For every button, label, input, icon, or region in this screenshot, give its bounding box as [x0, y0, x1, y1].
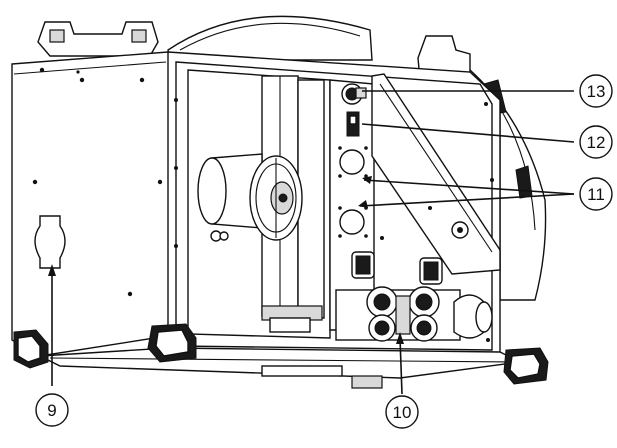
- callout-9: 9: [35, 393, 69, 427]
- callout-12: 12: [579, 125, 613, 159]
- wire-spool: [197, 153, 303, 242]
- diagonal-bracket: [371, 73, 501, 275]
- svg-text:13: 13: [587, 82, 606, 101]
- leader-10: [399, 337, 403, 395]
- connector-socket: [341, 83, 367, 105]
- callout-11: 11: [579, 177, 613, 211]
- svg-text:9: 9: [47, 401, 56, 420]
- power-switch: [346, 111, 360, 137]
- rubber-foot-front-left: [13, 329, 49, 369]
- leader-12: [361, 123, 575, 143]
- leader-11b: [359, 193, 575, 207]
- svg-text:10: 10: [393, 403, 412, 422]
- round-plug-upper: [338, 146, 368, 178]
- base-plate: [37, 347, 523, 389]
- svg-text:12: 12: [587, 133, 606, 152]
- callout-13: 13: [579, 74, 613, 108]
- rear-housing: [167, 15, 547, 301]
- handle-left: [37, 21, 159, 57]
- svg-text:11: 11: [587, 185, 605, 204]
- rubber-foot-right: [503, 347, 549, 385]
- leader-11a: [363, 179, 575, 195]
- callout-10: 10: [385, 395, 419, 429]
- rubber-foot-mid: [147, 323, 197, 363]
- panel-cutout: [34, 215, 66, 269]
- wire-feed-mechanism: [335, 251, 493, 342]
- leader-lines: [48, 90, 575, 395]
- side-door-panel: [11, 51, 181, 357]
